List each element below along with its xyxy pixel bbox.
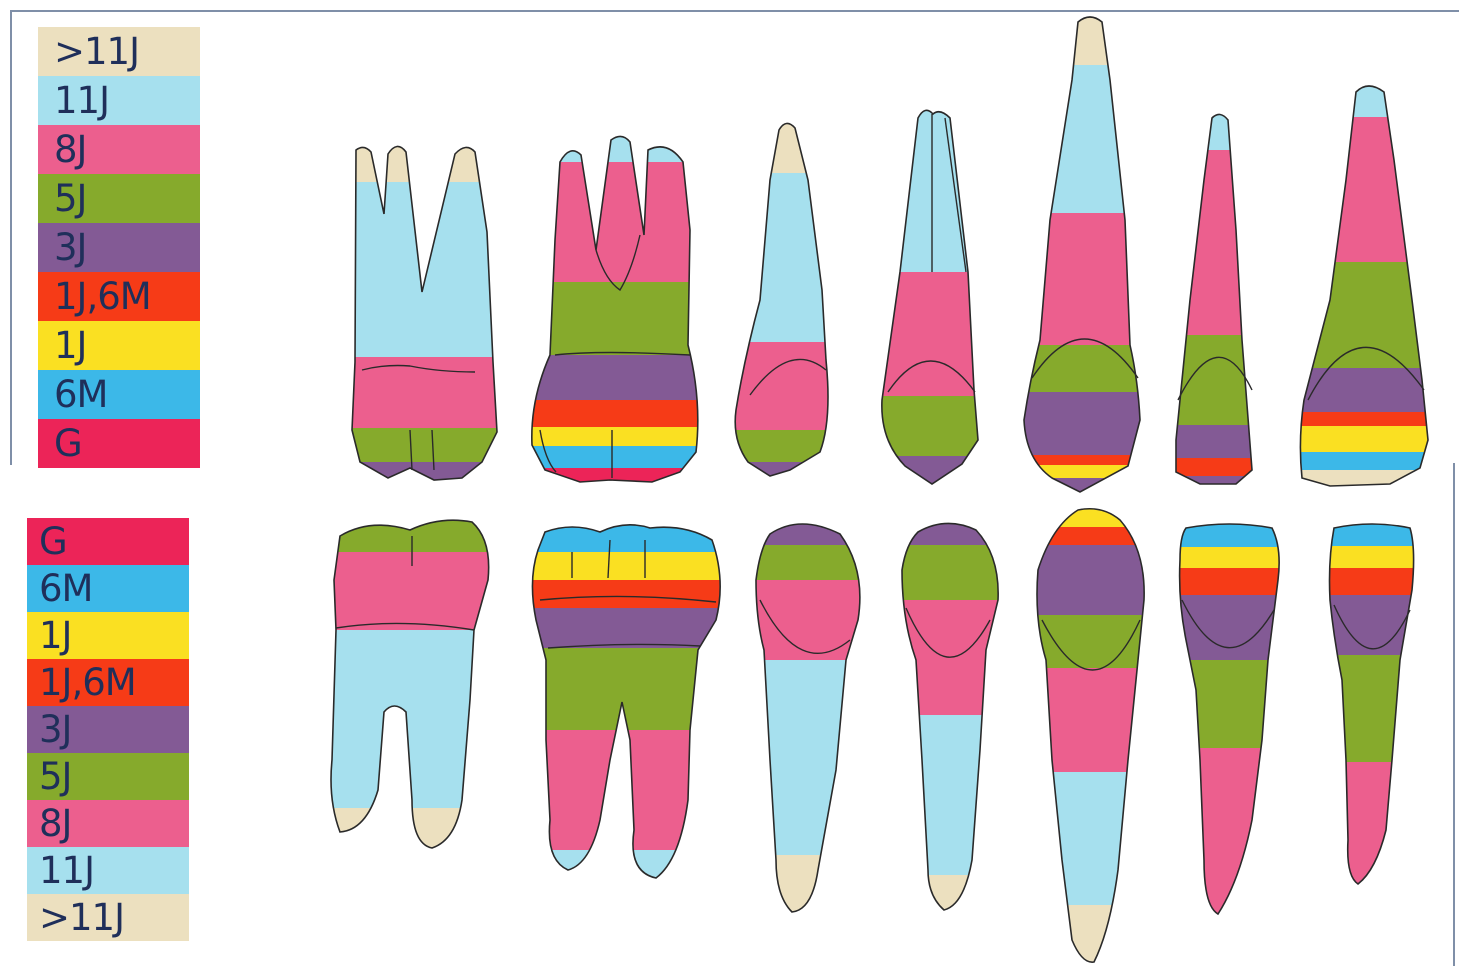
age-band: [0, 547, 1459, 568]
age-band: [0, 65, 1459, 213]
age-band: [0, 0, 1459, 150]
age-band: [0, 117, 1459, 262]
age-band: [0, 162, 1459, 282]
tooth-upper-lateral-incisor: [0, 0, 1459, 490]
age-band: [0, 905, 1459, 966]
age-band: [0, 0, 1459, 182]
age-band: [0, 425, 1459, 458]
age-band: [0, 458, 1459, 476]
age-band: [0, 875, 1459, 920]
age-band: [0, 595, 1459, 660]
age-band: [0, 568, 1459, 595]
age-band: [0, 476, 1459, 490]
age-band: [0, 0, 1459, 173]
age-band: [0, 660, 1459, 748]
age-band: [0, 748, 1459, 930]
age-band: [0, 0, 1459, 162]
age-band: [0, 0, 1459, 272]
age-band: [0, 335, 1459, 425]
age-band: [0, 0, 1459, 117]
age-band: [0, 0, 1459, 65]
